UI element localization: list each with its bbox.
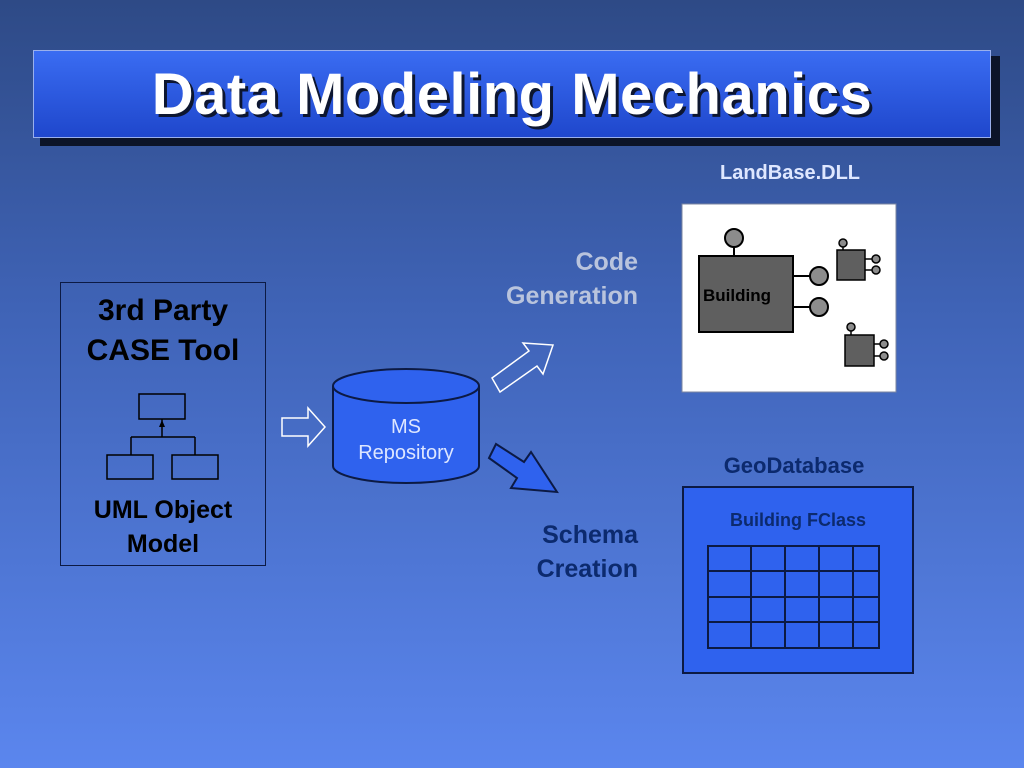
title-bar: Data Modeling Mechanics — [33, 50, 991, 138]
building-class-shape — [698, 255, 794, 333]
small-class-shape — [844, 334, 875, 367]
uml-child-class-shape — [171, 454, 219, 480]
geodatabase-diagram — [682, 486, 914, 674]
repository-cylinder-shape — [332, 368, 480, 484]
interface-lollipop-icon — [809, 266, 829, 286]
landbase-class-diagram — [681, 203, 897, 393]
uml-diagram-icon — [106, 393, 219, 480]
uml-child-class-shape — [106, 454, 154, 480]
slide-title: Data Modeling Mechanics — [151, 61, 873, 127]
arrow-down-right-icon — [487, 442, 559, 494]
uml-object-model-label: UML Object Model — [93, 496, 233, 558]
arrow-right-icon — [281, 406, 327, 448]
case-tool-title: 3rd Party CASE Tool — [86, 294, 240, 367]
building-fclass-label: Building FClass — [729, 510, 866, 530]
code-generation-label: Code Generation — [506, 248, 638, 310]
small-class-shape — [836, 249, 866, 281]
ms-repository-label: MS Repository — [358, 416, 454, 464]
geodatabase-label: GeoDatabase — [723, 453, 865, 478]
arrow-up-right-icon — [491, 342, 555, 394]
interface-lollipop-icon — [809, 297, 829, 317]
building-class-label: Building — [703, 286, 771, 305]
geodatabase-box — [682, 486, 914, 674]
landbase-dll-label: LandBase.DLL — [719, 162, 861, 184]
feature-class-table-grid — [707, 545, 880, 649]
case-tool-box: 3rd Party CASE Tool UML Object Model — [60, 282, 266, 566]
interface-lollipop-icon — [724, 228, 744, 248]
schema-creation-label: Schema Creation — [536, 521, 638, 583]
